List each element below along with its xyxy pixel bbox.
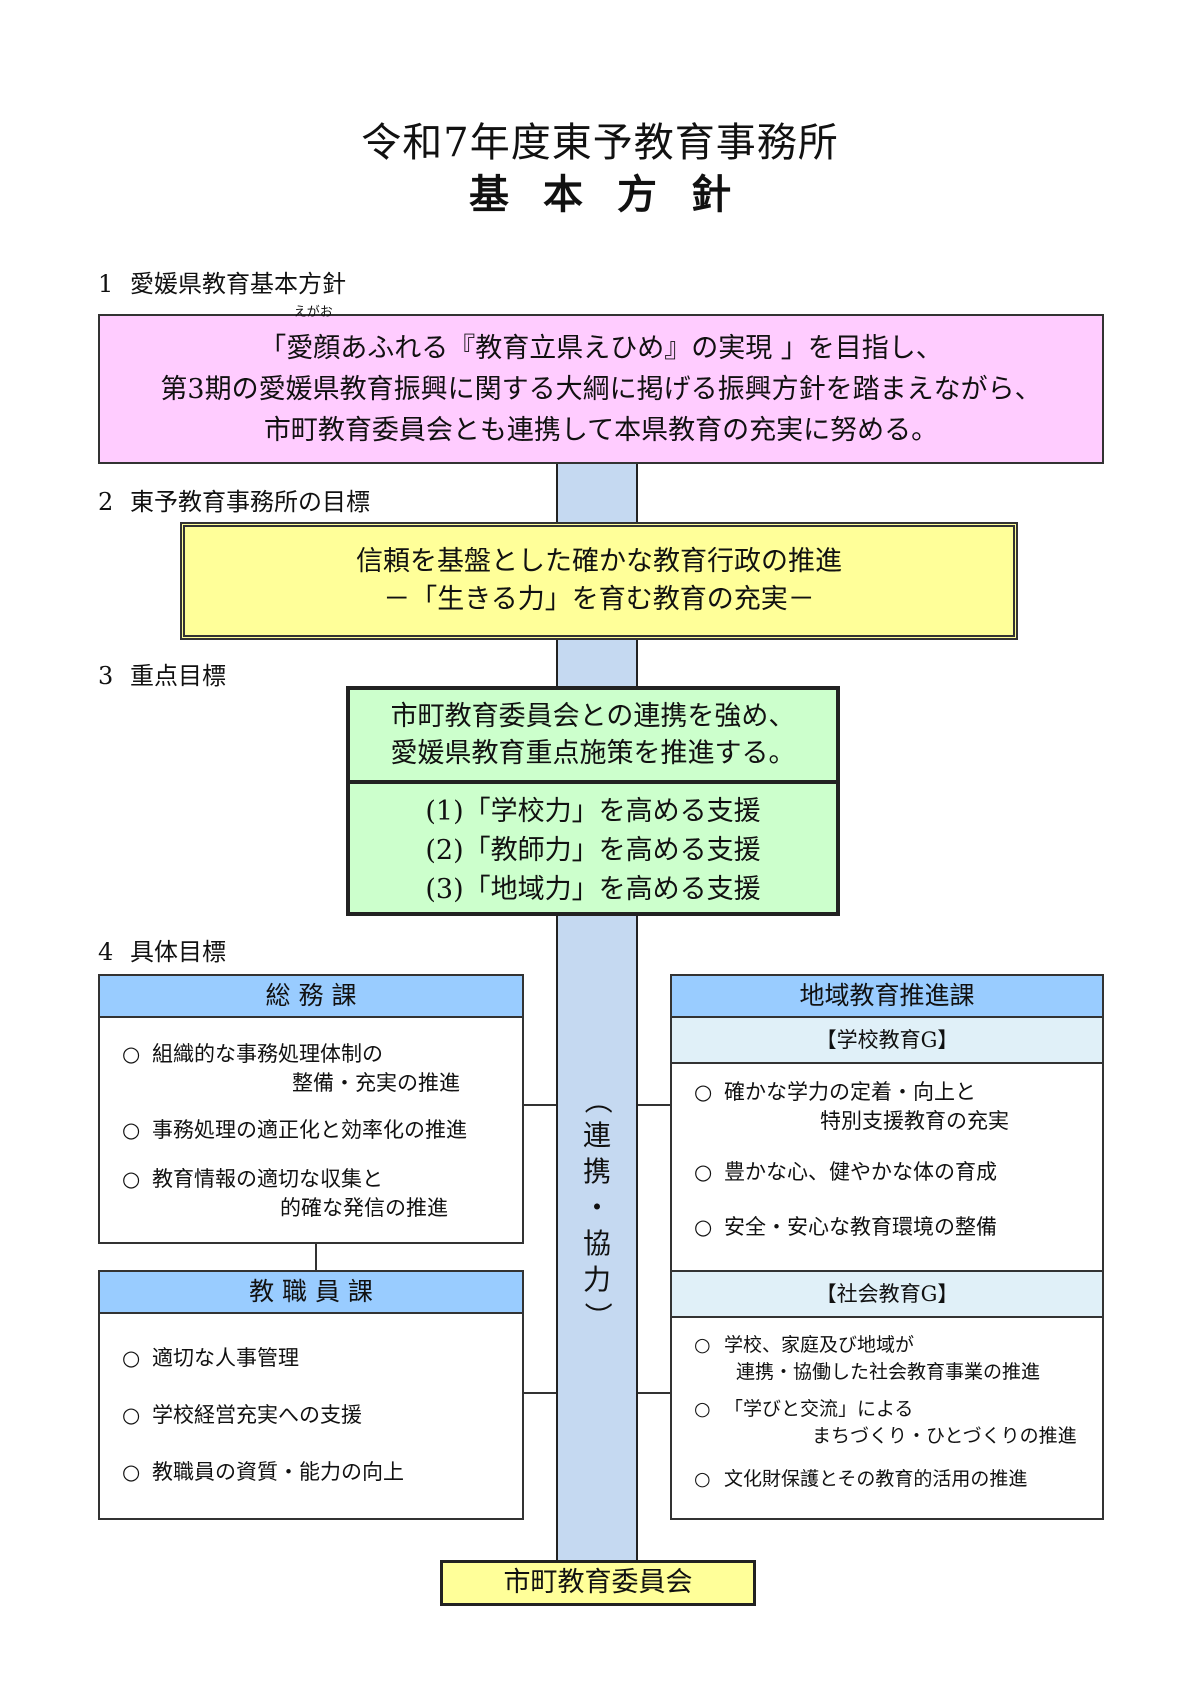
priority-item: (2)「教師力」を高める支援 bbox=[425, 834, 761, 866]
page-subtitle: 基本方針 bbox=[469, 171, 765, 218]
chiiki-title: 地域教育推進課 bbox=[672, 976, 1102, 1018]
connector-line-soumu bbox=[524, 1104, 556, 1106]
priority-goal-box: 市町教育委員会との連携を強め、 愛媛県教育重点施策を推進する。 (1)「学校力」… bbox=[346, 686, 840, 916]
policy-line-1: 「えがお愛顔あふれる『教育立県えひめ』の実現 」を目指し、 bbox=[259, 304, 943, 369]
list-item: ○ 事務処理の適正化と効率化の推進 bbox=[122, 1118, 467, 1142]
ruby-egao: えがお愛顔 bbox=[286, 304, 341, 364]
priority-main: 市町教育委員会との連携を強め、 愛媛県教育重点施策を推進する。 bbox=[350, 690, 836, 784]
office-goal-box: 信頼を基盤とした確かな教育行政の推進 －「生きる力」を育む教育の充実－ bbox=[180, 522, 1018, 640]
kyoshokuin-title: 教 職 員 課 bbox=[100, 1272, 522, 1314]
page-title: 令和7年度東予教育事務所 bbox=[361, 120, 839, 166]
municipal-board-box: 市町教育委員会 bbox=[440, 1560, 756, 1606]
list-item: ○ 組織的な事務処理体制の 整備・充実の推進 bbox=[122, 1042, 460, 1095]
list-item: ○ 豊かな心、健やかな体の育成 bbox=[694, 1160, 997, 1184]
connector-line-school bbox=[638, 1104, 670, 1106]
list-item: ○ 学校、家庭及び地域が 連携・協働した社会教育事業の推進 bbox=[694, 1334, 1041, 1383]
policy-line-2: 第3期の愛媛県教育振興に関する大綱に掲げる振興方針を踏まえながら、 bbox=[160, 373, 1042, 405]
list-item: ○ 教育情報の適切な収集と 的確な発信の推進 bbox=[122, 1167, 448, 1220]
list-item: ○ 確かな学力の定着・向上と 特別支援教育の充実 bbox=[694, 1080, 1009, 1133]
priority-items: (1)「学校力」を高める支援 (2)「教師力」を高める支援 (3)「地域力」を高… bbox=[350, 784, 836, 916]
cooperation-connector-bar bbox=[556, 464, 638, 1560]
list-item: ○ 安全・安心な教育環境の整備 bbox=[694, 1215, 997, 1239]
kyoshokuin-box: 教 職 員 課 ○ 適切な人事管理 ○ 学校経営充実への支援 ○ 教職員の資質・… bbox=[98, 1270, 524, 1520]
chiiki-box: 地域教育推進課 【学校教育G】 ○ 確かな学力の定着・向上と 特別支援教育の充実… bbox=[670, 974, 1104, 1520]
soumu-title: 総 務 課 bbox=[100, 976, 522, 1018]
social-education-group-title: 【社会教育G】 bbox=[672, 1270, 1102, 1318]
goal-line-2: －「生きる力」を育む教育の充実－ bbox=[383, 584, 815, 615]
connector-line-kyoshokuin bbox=[524, 1392, 556, 1394]
goal-line-1: 信頼を基盤とした確かな教育行政の推進 bbox=[356, 546, 842, 577]
social-education-group: ○ 学校、家庭及び地域が 連携・協働した社会教育事業の推進 ○ 「学びと交流」に… bbox=[672, 1318, 1102, 1493]
cooperation-label: （ 連 携 ・ 協 力 ） bbox=[581, 1085, 614, 1330]
connector-line-social bbox=[638, 1392, 670, 1394]
list-item: ○ 学校経営充実への支援 bbox=[122, 1403, 362, 1427]
priority-item: (3)「地域力」を高める支援 bbox=[425, 873, 761, 905]
school-education-group-title: 【学校教育G】 bbox=[672, 1018, 1102, 1064]
policy-line-3: 市町教育委員会とも連携して本県教育の充実に努める。 bbox=[263, 414, 939, 446]
school-education-group: ○ 確かな学力の定着・向上と 特別支援教育の充実 ○ 豊かな心、健やかな体の育成… bbox=[672, 1064, 1102, 1270]
priority-item: (1)「学校力」を高める支援 bbox=[425, 795, 761, 827]
list-item: ○ 「学びと交流」による まちづくり・ひとづくりの推進 bbox=[694, 1398, 1077, 1447]
prefecture-policy-box: 「えがお愛顔あふれる『教育立県えひめ』の実現 」を目指し、 第3期の愛媛県教育振… bbox=[98, 304, 1104, 464]
list-item: ○ 適切な人事管理 bbox=[122, 1346, 299, 1370]
soumu-box: 総 務 課 ○ 組織的な事務処理体制の 整備・充実の推進 ○ 事務処理の適正化と… bbox=[98, 974, 524, 1244]
list-item: ○ 文化財保護とその教育的活用の推進 bbox=[694, 1468, 1028, 1490]
list-item: ○ 教職員の資質・能力の向上 bbox=[122, 1460, 404, 1484]
connector-line-left-vertical bbox=[315, 1244, 317, 1270]
